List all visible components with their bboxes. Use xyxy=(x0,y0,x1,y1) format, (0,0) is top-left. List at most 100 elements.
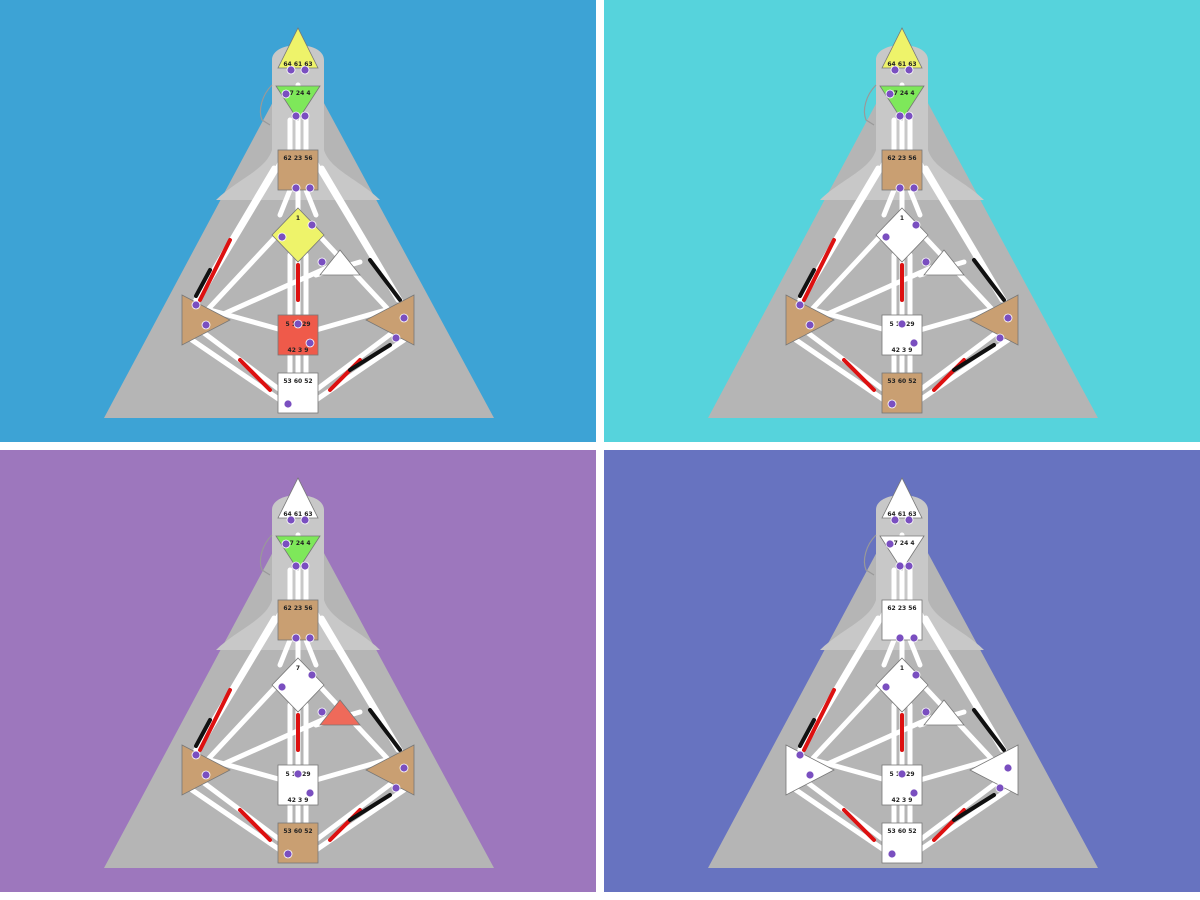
gate-marker xyxy=(291,111,301,121)
activation xyxy=(798,718,816,748)
channel xyxy=(195,677,285,773)
channel xyxy=(207,709,343,773)
gate-marker xyxy=(191,300,201,310)
gate-marker xyxy=(305,338,315,348)
g-gates: 7 xyxy=(296,665,300,672)
root-gates: 53 60 52 xyxy=(283,378,312,385)
channel xyxy=(793,787,887,853)
gate-marker xyxy=(277,232,287,242)
gate-marker xyxy=(281,89,291,99)
gate-marker xyxy=(921,257,931,267)
channel xyxy=(187,615,277,763)
activation xyxy=(952,343,996,372)
activation xyxy=(842,358,876,392)
channel xyxy=(881,637,897,668)
gate-marker xyxy=(881,232,891,242)
gate-marker xyxy=(293,769,303,779)
sacral-gates-bottom: 42 3 9 xyxy=(288,797,309,804)
gate-marker xyxy=(921,707,931,717)
gate-marker xyxy=(305,788,315,798)
gate-marker xyxy=(895,633,905,643)
channel xyxy=(811,259,947,323)
throat-center xyxy=(881,599,923,641)
channel xyxy=(917,757,993,783)
throat-center xyxy=(881,149,923,191)
throat-center xyxy=(277,149,319,191)
channel xyxy=(303,637,319,668)
gate-marker xyxy=(895,183,905,193)
head-gates: 64 61 63 xyxy=(887,61,916,68)
channel xyxy=(907,187,923,218)
gate-marker xyxy=(300,111,310,121)
activation xyxy=(802,238,836,302)
gate-marker xyxy=(795,750,805,760)
throat-gates: 62 23 56 xyxy=(283,155,312,162)
throat-gates: 62 23 56 xyxy=(283,605,312,612)
gate-marker xyxy=(1003,763,1013,773)
activation xyxy=(972,258,1006,302)
channel xyxy=(313,757,389,783)
sacral-gates-bottom: 42 3 9 xyxy=(288,347,309,354)
gate-marker xyxy=(1003,313,1013,323)
gate-marker xyxy=(904,65,914,75)
gate-marker xyxy=(909,338,919,348)
gate-marker xyxy=(286,515,296,525)
gate-marker xyxy=(885,539,895,549)
gate-marker xyxy=(201,320,211,330)
channel xyxy=(277,637,293,668)
gate-marker xyxy=(805,320,815,330)
gate-marker xyxy=(305,633,315,643)
gate-marker xyxy=(291,561,301,571)
gate-marker xyxy=(399,313,409,323)
g-gates: 1 xyxy=(900,665,904,672)
channel xyxy=(881,187,897,218)
gate-marker xyxy=(307,220,317,230)
solar-plexus-center xyxy=(365,294,415,346)
activation xyxy=(368,258,402,302)
gate-marker xyxy=(283,399,293,409)
channel xyxy=(189,337,283,403)
head-center xyxy=(881,27,923,69)
gate-marker xyxy=(307,670,317,680)
head-gates: 64 61 63 xyxy=(283,511,312,518)
gate-marker xyxy=(391,333,401,343)
gate-marker xyxy=(805,770,815,780)
channel xyxy=(189,787,283,853)
gate-marker xyxy=(291,633,301,643)
root-gates: 53 60 52 xyxy=(887,828,916,835)
head-center xyxy=(277,477,319,519)
activation xyxy=(842,808,876,842)
throat-center xyxy=(277,599,319,641)
heart-center xyxy=(319,249,361,276)
throat-gates: 62 23 56 xyxy=(887,605,916,612)
ajna-gates: 47 24 4 xyxy=(285,90,310,97)
channel xyxy=(811,709,947,773)
gate-marker xyxy=(277,682,287,692)
channel xyxy=(277,187,293,218)
head-gates: 64 61 63 xyxy=(283,61,312,68)
activation xyxy=(952,793,996,822)
activation xyxy=(348,793,392,822)
face-profile xyxy=(259,534,273,576)
solar-plexus-center xyxy=(969,294,1019,346)
gate-marker xyxy=(293,319,303,329)
root-gates: 53 60 52 xyxy=(887,378,916,385)
face-profile xyxy=(863,534,877,576)
gate-marker xyxy=(995,783,1005,793)
channel xyxy=(917,307,993,333)
head-center xyxy=(277,27,319,69)
gate-marker xyxy=(283,849,293,859)
activation xyxy=(198,238,232,302)
gate-marker xyxy=(911,670,921,680)
channel xyxy=(207,259,343,323)
gate-marker xyxy=(300,65,310,75)
gate-marker xyxy=(904,111,914,121)
solar-plexus-center xyxy=(969,744,1019,796)
gate-marker xyxy=(191,750,201,760)
